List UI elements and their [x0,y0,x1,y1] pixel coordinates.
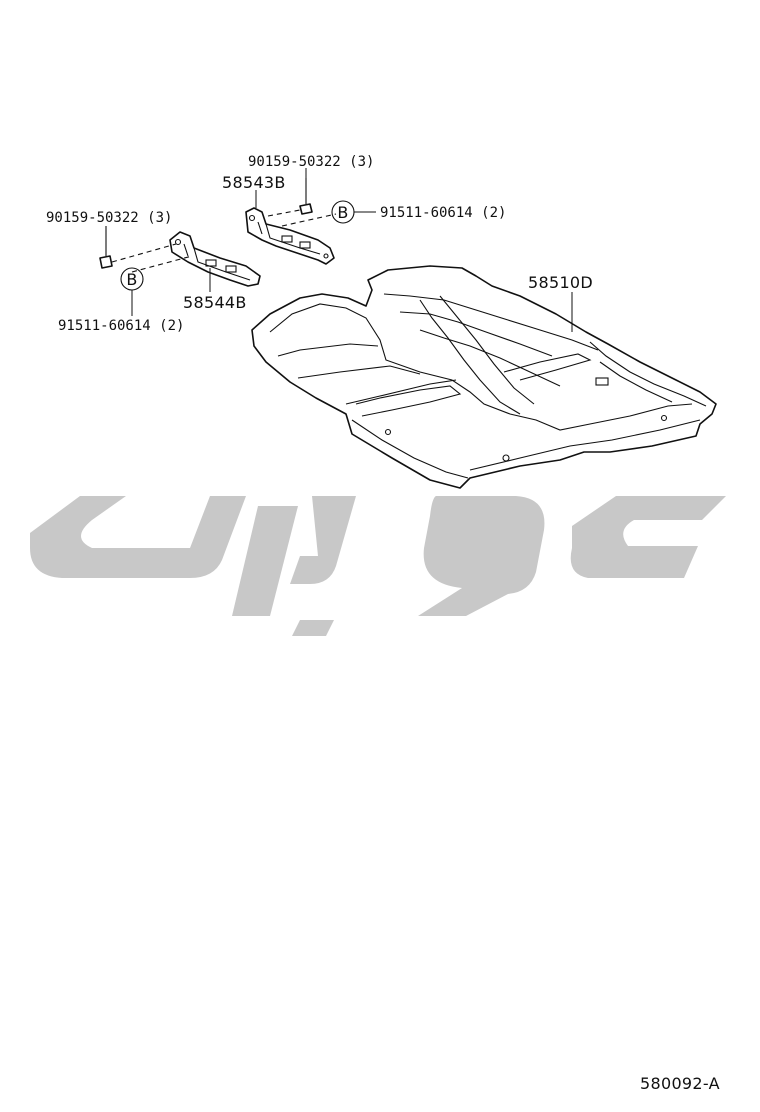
callout-b-icon-upper: B [331,200,355,224]
label-bracket-upper: 58543B [222,173,286,192]
bracket-58544B [169,231,261,287]
label-clip-upper: 91511-60614 (2) [380,205,506,221]
assembly-line [281,213,337,227]
label-carpet: 58510D [528,273,593,292]
watermark-logo [30,496,726,636]
bolt-icon [299,178,313,215]
bolt-icon [99,226,113,269]
assembly-line [131,255,193,273]
svg-text:B: B [126,270,137,289]
label-bolt-left: 90159-50322 (3) [46,210,172,226]
callout-b-icon-left: B [120,267,144,291]
assembly-line [267,209,301,217]
label-bolt-upper: 90159-50322 (3) [248,154,374,170]
svg-text:B: B [337,203,348,222]
floor-carpet-58510D [251,265,717,489]
figure-code: 580092-A [640,1074,720,1093]
label-bracket-lower: 58544B [183,293,247,312]
bracket-58543B [245,207,335,265]
label-clip-left: 91511-60614 (2) [58,318,184,334]
assembly-line [111,243,177,263]
